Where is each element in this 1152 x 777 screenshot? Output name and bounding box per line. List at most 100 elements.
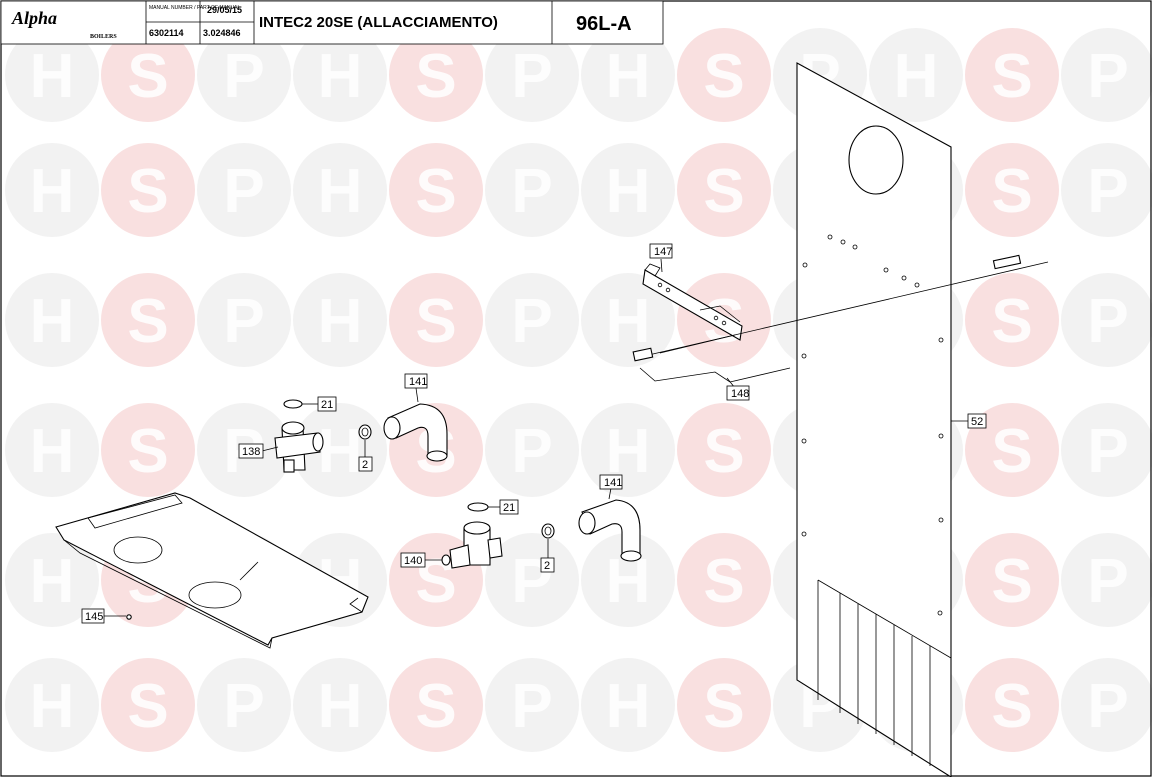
svg-text:147: 147 [654, 246, 672, 258]
watermark-s-circle: S [389, 143, 483, 237]
watermark-letter: H [606, 672, 651, 741]
watermark-letter: H [318, 672, 363, 741]
watermark-letter: S [991, 672, 1032, 741]
watermark-p-circle: P [1061, 533, 1152, 627]
callout-145: 145 [81, 608, 105, 624]
watermark-letter: S [703, 547, 744, 616]
watermark-letter: S [415, 157, 456, 226]
watermark-s-circle: S [965, 403, 1059, 497]
watermark-letter: P [223, 157, 264, 226]
watermark-h-circle: H [293, 273, 387, 367]
watermark-letter: P [511, 672, 552, 741]
watermark-s-circle: S [101, 273, 195, 367]
watermark-s-circle: S [101, 403, 195, 497]
watermark-letter: H [318, 157, 363, 226]
watermark-s-circle: S [101, 28, 195, 122]
watermark-letter: P [1087, 42, 1128, 111]
watermark-letter: S [991, 287, 1032, 356]
svg-text:145: 145 [85, 611, 103, 623]
watermark-s-circle: S [677, 403, 771, 497]
page-title: INTEC2 20SE (ALLACCIAMENTO) [259, 14, 498, 31]
svg-text:140: 140 [404, 555, 422, 567]
callout-2-top: 2 [358, 456, 373, 472]
watermark-letter: S [703, 672, 744, 741]
watermark-h-circle: H [5, 143, 99, 237]
watermark-letter: H [30, 672, 75, 741]
callout-2-bottom: 2 [540, 557, 555, 573]
watermark-letter: P [223, 287, 264, 356]
watermark-letter: H [30, 417, 75, 486]
watermark-p-circle: P [485, 658, 579, 752]
watermark-h-circle: H [581, 403, 675, 497]
watermark-p-circle: P [1061, 273, 1152, 367]
watermark-letter: S [415, 672, 456, 741]
watermark-s-circle: S [101, 658, 195, 752]
callout-148: 148 [726, 385, 750, 401]
valve-assembly-top [274, 399, 448, 473]
callout-138: 138 [238, 443, 264, 459]
watermark-p-circle: P [197, 28, 291, 122]
watermark-letter: S [991, 157, 1032, 226]
watermark-letter: S [127, 157, 168, 226]
watermark-letter: P [511, 42, 552, 111]
watermark-p-circle: P [1061, 658, 1152, 752]
watermark-p-circle: P [485, 403, 579, 497]
watermark-letter: S [127, 287, 168, 356]
bottom-tray [55, 492, 369, 649]
watermark-letter: P [1087, 417, 1128, 486]
diagram-code: 96L-A [576, 13, 632, 35]
watermark-p-circle: P [1061, 403, 1152, 497]
watermark-s-circle: S [389, 658, 483, 752]
watermark-letter: P [1087, 287, 1128, 356]
watermark-letter: P [1087, 672, 1128, 741]
watermark-letter: S [703, 42, 744, 111]
watermark-h-circle: H [5, 533, 99, 627]
callout-21-bottom: 21 [499, 499, 519, 515]
watermark-s-circle: S [965, 273, 1059, 367]
back-panel [796, 62, 952, 777]
watermark-letter: H [30, 157, 75, 226]
watermark-h-circle: H [869, 28, 963, 122]
washer-2-bottom [541, 523, 555, 539]
panel-holes [801, 234, 944, 616]
watermark-h-circle: H [581, 273, 675, 367]
svg-text:141: 141 [604, 477, 622, 489]
washer-21-top [283, 399, 303, 409]
watermark-p-circle: P [1061, 28, 1152, 122]
wall-bracket [642, 263, 743, 341]
watermark-s-circle: S [389, 28, 483, 122]
brand-logo: Alpha [11, 8, 57, 28]
watermark-letter: H [30, 287, 75, 356]
watermark-h-circle: H [293, 403, 387, 497]
watermark-letter: H [318, 287, 363, 356]
flue-opening [848, 125, 904, 195]
watermark-h-circle: H [581, 143, 675, 237]
callout-147: 147 [649, 243, 673, 259]
watermark-letter: S [415, 287, 456, 356]
watermark-letter: H [318, 417, 363, 486]
watermark-letter: S [127, 417, 168, 486]
watermark-p-circle: P [197, 273, 291, 367]
callout-52: 52 [967, 413, 987, 429]
watermark-letter: S [703, 157, 744, 226]
svg-text:21: 21 [503, 502, 515, 514]
brand-subtitle: BOILERS [90, 34, 117, 40]
washer-2-top [358, 424, 372, 440]
svg-text:141: 141 [409, 376, 427, 388]
watermark-h-circle: H [581, 658, 675, 752]
watermark-s-circle: S [677, 533, 771, 627]
callout-141-bottom: 141 [599, 474, 623, 490]
svg-text:2: 2 [544, 560, 550, 572]
watermark-h-circle: H [5, 658, 99, 752]
manual-note: MANUAL NUMBER / PART OF MANUAL [149, 5, 240, 11]
watermark-letter: S [415, 42, 456, 111]
watermark-s-circle: S [677, 658, 771, 752]
watermark-letter: P [1087, 547, 1128, 616]
watermark-letter: H [318, 42, 363, 111]
watermark-letter: S [127, 42, 168, 111]
watermark-p-circle: P [197, 143, 291, 237]
